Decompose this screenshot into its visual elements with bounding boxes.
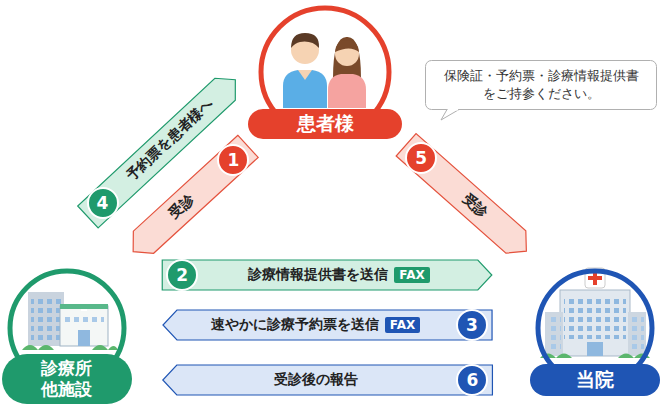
step-number: 1 xyxy=(217,144,249,176)
flow-arrow xyxy=(163,365,493,395)
party-circle: 当院 xyxy=(533,266,657,390)
flow-arrow xyxy=(396,134,526,254)
edge-label: 速やかに診療予約票を送信 xyxy=(211,316,379,334)
step-number: 3 xyxy=(456,309,488,341)
flow-arrow xyxy=(78,78,236,228)
step-number: 2 xyxy=(166,259,198,291)
node-label: 患者様 xyxy=(297,112,354,136)
bubble-outline xyxy=(425,60,657,110)
patients-icon xyxy=(283,33,366,108)
name-band: 診療所 他施設 xyxy=(2,354,132,404)
flow-arrow xyxy=(163,310,492,340)
bubble-tail-join xyxy=(448,109,458,111)
fax-tag: FAX xyxy=(385,317,420,333)
arrow-caption: 受診後の報告 xyxy=(274,371,358,389)
fax-tag: FAX xyxy=(394,267,429,283)
bubble-body xyxy=(426,61,657,110)
bubble-tail xyxy=(441,110,459,121)
party-circle: 患者様 xyxy=(256,3,394,141)
step-number: 5 xyxy=(405,142,437,174)
flow-arrow xyxy=(162,260,492,290)
arrow-caption: 速やかに診療予約票を送信 FAX xyxy=(211,316,420,334)
name-band: 当院 xyxy=(530,364,660,396)
edge-label: 診療情報提供書を送信 xyxy=(248,266,388,284)
edge-label: 受診後の報告 xyxy=(274,371,358,389)
hospital-building xyxy=(540,268,650,358)
clinic-building xyxy=(22,292,118,350)
node-label: 当院 xyxy=(576,368,614,392)
callout-text: 保険証・予約票・診療情報提供書 をご持参ください。 xyxy=(439,67,644,102)
node-label: 診療所 他施設 xyxy=(38,358,96,401)
speech-bubble: 保険証・予約票・診療情報提供書 をご持参ください。 xyxy=(425,60,657,110)
name-band: 患者様 xyxy=(248,109,402,139)
party-circle: 診療所 他施設 xyxy=(5,266,129,390)
arrow-caption: 診療情報提供書を送信 FAX xyxy=(248,266,429,284)
step-number: 4 xyxy=(87,187,119,219)
